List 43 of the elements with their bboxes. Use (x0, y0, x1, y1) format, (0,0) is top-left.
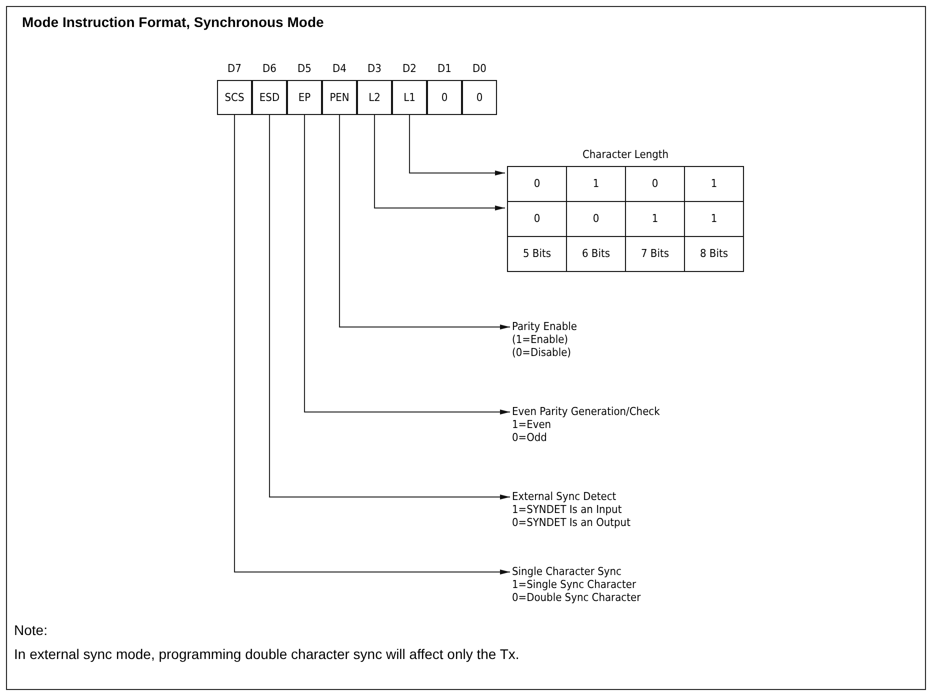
bit-number: D1 (436, 62, 452, 75)
table-cell: 0 (507, 166, 567, 202)
bit-field-cell: L1 (392, 80, 427, 115)
description-heading: External Sync Detect (512, 490, 618, 503)
bit-field-cell: EP (287, 80, 322, 115)
bit-number: D3 (366, 62, 382, 75)
bit-number: D0 (472, 62, 488, 75)
leader-arrow (269, 114, 510, 500)
bit-field-cell: PEN (322, 80, 357, 115)
diagram-title: Mode Instruction Format, Synchronous Mode (22, 14, 324, 30)
value-description: 0=Odd (512, 431, 548, 444)
bit-field-cell: L2 (357, 80, 392, 115)
table-cell: 5 Bits (507, 236, 567, 272)
leader-arrow (409, 114, 506, 176)
leader-arrow (304, 114, 510, 414)
note-heading: Note: (14, 622, 48, 638)
note-text: In external sync mode, programming double character sync will affect only the Tx. (14, 646, 520, 662)
bit-field-cell: 0 (462, 80, 497, 115)
table-heading: Character Length (581, 148, 670, 161)
value-description: 1=Single Sync Character (512, 578, 638, 591)
value-description: 1=SYNDET Is an Input (512, 503, 623, 516)
value-description: 0=SYNDET Is an Output (512, 516, 630, 529)
description-heading: Single Character Sync (512, 565, 622, 578)
value-description: (1=Enable) (512, 333, 570, 346)
character-length-table (507, 148, 744, 272)
leader-arrow (339, 114, 510, 330)
table-cell: 1 (684, 166, 744, 202)
bit-field-cell: ESD (252, 80, 287, 115)
bit-field-cell: 0 (427, 80, 462, 115)
value-description: 1=Even (512, 418, 552, 431)
bit-number: D6 (262, 62, 278, 75)
bit-number: D4 (332, 62, 348, 75)
bit-number: D2 (402, 62, 418, 75)
leader-arrow (374, 114, 506, 210)
table-cell: 8 Bits (684, 236, 744, 272)
value-description: (0=Disable) (512, 346, 572, 359)
description-heading: Even Parity Generation/Check (512, 405, 660, 418)
bit-number: D7 (226, 62, 242, 75)
leader-arrow (234, 114, 510, 574)
bit-field-cell: SCS (217, 80, 252, 115)
value-description: 0=Double Sync Character (512, 591, 641, 604)
description-heading: Parity Enable (512, 320, 577, 333)
bit-number: D5 (296, 62, 312, 75)
